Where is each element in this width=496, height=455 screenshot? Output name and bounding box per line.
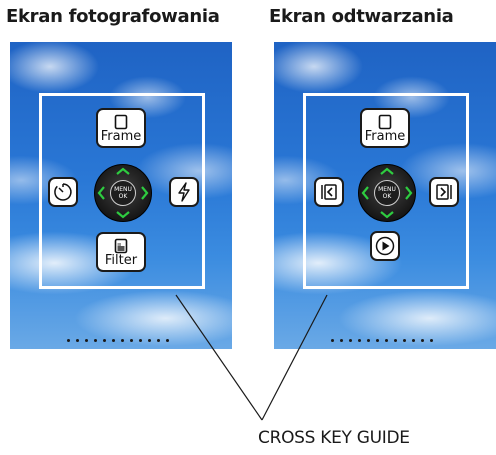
next-image-icon [436, 184, 452, 200]
frame-icon [378, 114, 392, 129]
frame-button-label: Frame [364, 128, 406, 144]
direction-arrows [97, 167, 149, 219]
page-dot [340, 339, 343, 342]
page-dot [139, 339, 142, 342]
play-button[interactable] [370, 231, 400, 261]
menu-ok-button[interactable]: MENU OK [374, 180, 400, 206]
frame-button[interactable]: Frame [360, 108, 410, 148]
page-dot [85, 339, 88, 342]
page-dot [157, 339, 160, 342]
page-dot [412, 339, 415, 342]
ok-label: OK [118, 193, 128, 200]
menu-label: MENU [378, 186, 396, 193]
page-dot [385, 339, 388, 342]
page-dot [403, 339, 406, 342]
playback-screen: Frame MENU OK [274, 42, 496, 349]
page-indicator [331, 339, 433, 342]
page-dot [130, 339, 133, 342]
ok-label: OK [382, 193, 392, 200]
page-dot [103, 339, 106, 342]
shooting-screen-heading: Ekran fotografowania [6, 6, 220, 27]
frame-icon [114, 114, 128, 129]
next-image-button[interactable] [429, 177, 459, 207]
page-dot [166, 339, 169, 342]
cross-key-dial[interactable]: MENU OK [94, 164, 152, 222]
menu-label: MENU [114, 186, 132, 193]
frame-button[interactable]: Frame [96, 108, 146, 148]
page-indicator [67, 339, 169, 342]
playback-screen-heading: Ekran odtwarzania [269, 6, 454, 27]
menu-ok-button[interactable]: MENU OK [110, 180, 136, 206]
page-dot [367, 339, 370, 342]
page-dot [358, 339, 361, 342]
flash-button[interactable] [169, 177, 199, 207]
self-timer-button[interactable] [48, 177, 78, 207]
play-icon [375, 236, 395, 256]
frame-button-label: Frame [100, 128, 142, 144]
filter-icon [114, 238, 128, 253]
cross-key-guide-frame [39, 93, 205, 289]
page-dot [349, 339, 352, 342]
previous-image-button[interactable] [314, 177, 344, 207]
page-dot [121, 339, 124, 342]
page-dot [430, 339, 433, 342]
filter-button[interactable]: Filter [96, 232, 146, 272]
cross-key-dial[interactable]: MENU OK [358, 164, 416, 222]
flash-icon [178, 182, 190, 202]
shooting-screen: Frame MENU OK Fil [10, 42, 232, 349]
page-dot [94, 339, 97, 342]
page-dot [394, 339, 397, 342]
page-dot [331, 339, 334, 342]
page-dot [148, 339, 151, 342]
page-dot [421, 339, 424, 342]
direction-arrows [361, 167, 413, 219]
page-dot [112, 339, 115, 342]
self-timer-icon [54, 183, 72, 201]
page-dot [67, 339, 70, 342]
previous-image-icon [321, 184, 337, 200]
filter-button-label: Filter [104, 252, 138, 268]
page-dot [76, 339, 79, 342]
cross-key-guide-frame [303, 93, 469, 289]
page-dot [376, 339, 379, 342]
cross-key-guide-caption: CROSS KEY GUIDE [258, 428, 410, 448]
